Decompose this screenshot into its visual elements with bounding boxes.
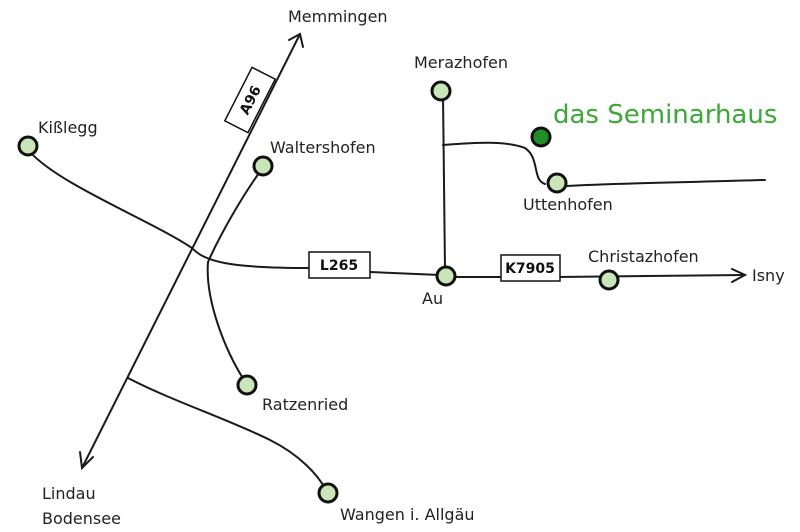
label-isny: Isny bbox=[752, 266, 785, 285]
label-merazhofen: Merazhofen bbox=[414, 53, 508, 72]
label-au: Au bbox=[422, 289, 443, 308]
label-memmingen: Memmingen bbox=[288, 7, 388, 26]
label-waltershofen: Waltershofen bbox=[270, 138, 376, 157]
label-bodensee: Bodensee bbox=[42, 509, 121, 528]
label-ratzenried: Ratzenried bbox=[262, 395, 348, 414]
label-lindau: Lindau bbox=[42, 484, 96, 503]
arrow-memmingen-icon bbox=[288, 32, 304, 48]
road-merazhofen-au bbox=[442, 94, 446, 271]
town-dot-wangen bbox=[317, 482, 339, 504]
road-wangen bbox=[127, 377, 327, 491]
svg-text:L265: L265 bbox=[320, 258, 358, 274]
arrow-isny-icon bbox=[731, 268, 748, 283]
town-dot-kisslegg bbox=[17, 135, 39, 157]
road-sign-l265: L265 bbox=[308, 251, 371, 279]
road-uttenhofen bbox=[442, 141, 546, 185]
seminarhaus-marker-icon bbox=[530, 126, 552, 148]
label-wangen: Wangen i. Allgäu bbox=[340, 505, 475, 524]
svg-text:K7905: K7905 bbox=[505, 261, 555, 277]
label-seminarhaus: das Seminarhaus bbox=[553, 100, 777, 130]
town-dot-merazhofen bbox=[430, 80, 452, 102]
town-dot-christazhofen bbox=[598, 269, 620, 291]
road-east bbox=[565, 179, 766, 187]
road-a96 bbox=[81, 33, 301, 469]
label-uttenhofen: Uttenhofen bbox=[523, 195, 613, 214]
road-k7905 bbox=[451, 274, 746, 278]
road-waltershofen-ratzenried bbox=[206, 172, 260, 381]
road-l265 bbox=[369, 271, 441, 276]
road-sign-k7905: K7905 bbox=[500, 254, 561, 282]
town-dot-au bbox=[435, 265, 457, 287]
town-dot-ratzenried bbox=[236, 374, 258, 396]
road-kisslegg-au bbox=[29, 151, 311, 269]
town-dot-waltershofen bbox=[252, 155, 274, 177]
town-dot-uttenhofen bbox=[546, 172, 568, 194]
label-kisslegg: Kißlegg bbox=[38, 118, 98, 137]
label-christazhofen: Christazhofen bbox=[588, 247, 699, 266]
road-sign-a96: A96 bbox=[223, 66, 277, 134]
arrow-lindau-icon bbox=[79, 451, 94, 471]
